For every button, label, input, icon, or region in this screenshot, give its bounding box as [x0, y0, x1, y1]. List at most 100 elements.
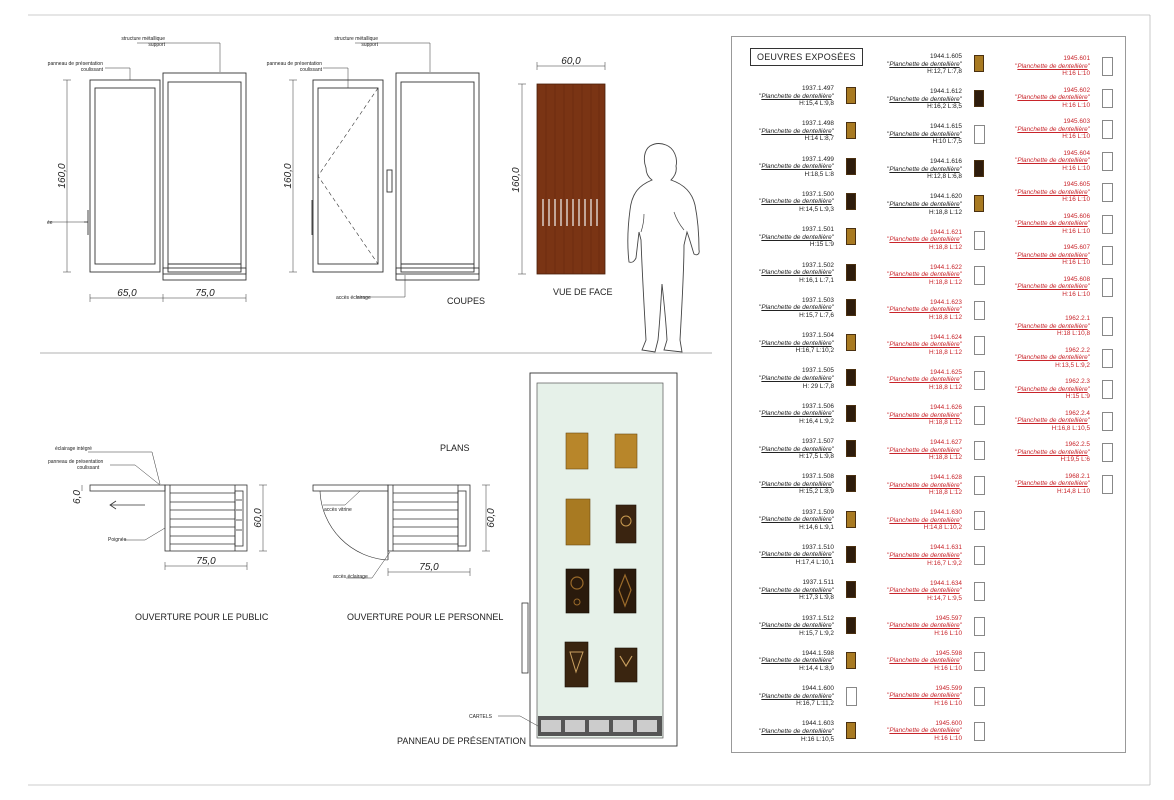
catalog-title: OEUVRES EXPOSÉES [750, 48, 863, 66]
entry-title-line: "Planchette de dentellière" [1015, 220, 1090, 228]
entry-title-line: "Planchette de dentellière" [887, 200, 962, 208]
entry-size: H:15,4 L:9,8 [799, 100, 834, 108]
object-thumbnail [1102, 214, 1113, 234]
object-thumbnail [846, 263, 856, 281]
plan-public [89, 484, 248, 552]
entry-size: H:15 L:9 [1065, 393, 1090, 401]
entry-ref: 1944.1.621 [930, 228, 962, 236]
entry-size: H:14,5 L:9,3 [799, 206, 834, 214]
entry-title-line: "Planchette de dentellière" [759, 304, 834, 312]
catalog-entry: 1944.1.605"Planchette de dentellière"H:1… [844, 53, 962, 76]
entry-title: Planchette de dentellière [761, 516, 832, 524]
entry-ref: 1945.602 [1063, 86, 1090, 94]
entry-size: H:14,8 L:10 [1056, 487, 1090, 495]
entry-title-line: "Planchette de dentellière" [759, 92, 834, 100]
entry-title: Planchette de dentellière [761, 269, 832, 277]
entry-size: H:16 L:10 [1062, 70, 1090, 78]
entry-ref: 1945.601 [1063, 55, 1090, 62]
entry-ref: 1945.605 [1063, 181, 1090, 188]
entry-ref: 1962.2.5 [1065, 441, 1090, 448]
catalog-entry: 1944.1.621"Planchette de dentellière"H:1… [844, 229, 962, 252]
caption-vue-de-face: VUE DE FACE [553, 287, 613, 297]
entry-title: Planchette de dentellière [889, 657, 960, 665]
entry-title-line: "Planchette de dentellière" [887, 516, 962, 524]
entry-ref: 1945.606 [1063, 212, 1090, 220]
entry-title: Planchette de dentellière [761, 92, 832, 100]
entry-ref: 1945.603 [1063, 118, 1090, 125]
entry-size: H:18,5 L:8 [804, 170, 835, 178]
entry-size: H:18,8 L:12 [928, 489, 962, 497]
caption-plans: PLANS [440, 443, 470, 453]
entry-size: H:10 L:7,5 [932, 138, 963, 146]
entry-size: H:16,7 L:10,2 [795, 347, 834, 355]
entry-title-line: "Planchette de dentellière" [887, 271, 962, 279]
human-figure [627, 143, 700, 353]
label-support: support [148, 42, 165, 48]
entry-title-line: "Planchette de dentellière" [759, 692, 834, 700]
catalog-entry: 1937.1.501"Planchette de dentellière"H:1… [716, 226, 834, 249]
object-thumbnail [1102, 443, 1113, 462]
catalog-entry: 1945.597"Planchette de dentellière"H:16 … [844, 615, 962, 638]
entry-title-line: "Planchette de dentellière" [1015, 94, 1090, 102]
entry-size: H:18,8 L:12 [928, 454, 962, 462]
entry-title-line: "Planchette de dentellière" [759, 269, 834, 277]
entry-ref: 1962.2.1 [1065, 315, 1090, 322]
dim-width: 65,0 [117, 288, 137, 299]
entry-title-line: "Planchette de dentellière" [759, 374, 834, 382]
entry-title: Planchette de dentellière [1017, 417, 1088, 425]
catalog-entry: 1944.1.630"Planchette de dentellière"H:1… [844, 509, 962, 532]
caption-ouverture-personnel: OUVERTURE POUR LE PERSONNEL [347, 612, 503, 622]
entry-ref: 1937.1.499 [802, 155, 834, 163]
entry-ref: 1937.1.512 [802, 614, 834, 622]
entry-ref: 1944.1.612 [930, 88, 962, 96]
entry-ref: 1945.607 [1063, 244, 1090, 251]
object-thumbnail [846, 651, 856, 669]
entry-ref: 1945.599 [935, 684, 962, 692]
entry-title: Planchette de dentellière [761, 374, 832, 382]
entry-title-line: "Planchette de dentellière" [759, 516, 834, 524]
entry-ref: 1962.2.4 [1065, 409, 1090, 417]
entry-ref: 1945.597 [935, 614, 962, 622]
entry-size: H:18,8 L:12 [928, 384, 962, 392]
label-panneau: panneau de présentation [48, 459, 104, 465]
catalog-entry: 1937.1.507"Planchette de dentellière"H:1… [716, 438, 834, 461]
entry-title-line: "Planchette de dentellière" [1015, 188, 1090, 196]
entry-title: Planchette de dentellière [761, 304, 832, 312]
entry-title-line: "Planchette de dentellière" [887, 60, 962, 68]
entry-ref: 1944.1.616 [930, 158, 962, 166]
catalog-entry: 1937.1.510"Planchette de dentellière"H:1… [716, 544, 834, 567]
catalog-entry: 1945.607"Planchette de dentellière"H:16 … [972, 244, 1090, 267]
entry-size: H:16,1 L:7,1 [799, 276, 834, 284]
entry-ref: 1945.608 [1063, 275, 1090, 283]
object-thumbnail [974, 441, 985, 461]
object-thumbnail [846, 369, 856, 387]
entry-size: H:16,7 L:9,2 [927, 559, 962, 567]
catalog-entry: 1937.1.504"Planchette de dentellière"H:1… [716, 332, 834, 355]
entry-title: Planchette de dentellière [761, 233, 832, 241]
label-coulissant: coulissant [300, 67, 323, 73]
entry-size: H:16 L:10 [934, 735, 962, 743]
entry-ref: 1962.2.3 [1065, 378, 1090, 385]
entry-title: Planchette de dentellière [889, 692, 960, 700]
entry-title-line: "Planchette de dentellière" [759, 586, 834, 594]
object-thumbnail [974, 651, 985, 671]
catalog-entry: 1944.1.620"Planchette de dentellière"H:1… [844, 193, 962, 216]
entry-title: Planchette de dentellière [761, 727, 832, 735]
entry-title: Planchette de dentellière [889, 306, 960, 314]
dim-height: 160,0 [511, 167, 522, 192]
entry-size: H: 29 L:7,8 [802, 382, 834, 390]
catalog-entry: 1962.2.5"Planchette de dentellière"H:19,… [972, 441, 1090, 464]
entry-title-line: "Planchette de dentellière" [887, 622, 962, 630]
entry-title: Planchette de dentellière [761, 445, 832, 453]
object-thumbnail [846, 545, 856, 563]
entry-title: Planchette de dentellière [761, 622, 832, 630]
entry-ref: 1937.1.503 [802, 296, 834, 304]
label-poignee: Poignée [108, 537, 127, 543]
entry-title: Planchette de dentellière [889, 271, 960, 279]
object-thumbnail [846, 192, 856, 210]
entry-title: Planchette de dentellière [761, 551, 832, 559]
catalog-entry: 1944.1.622"Planchette de dentellière"H:1… [844, 264, 962, 287]
entry-title: Planchette de dentellière [889, 165, 960, 173]
entry-title: Planchette de dentellière [761, 163, 832, 171]
dim-width: 75,0 [196, 556, 216, 567]
